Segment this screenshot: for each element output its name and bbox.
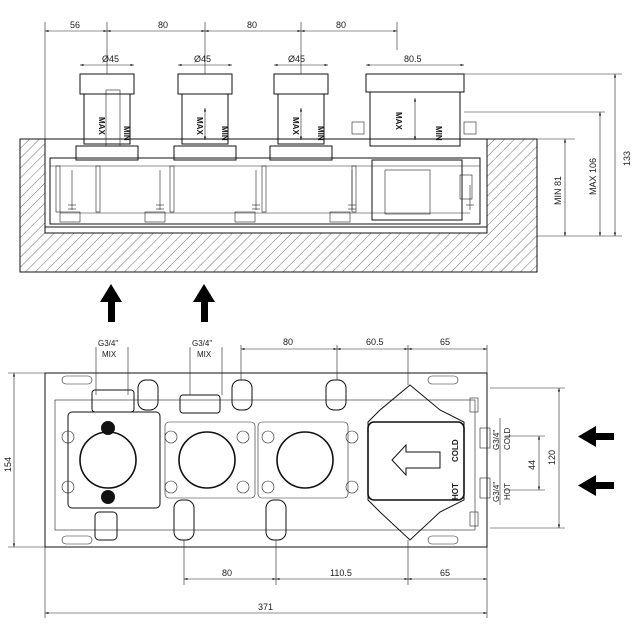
thermostatic-body: COLD HOT — [367, 384, 491, 541]
svg-text:MIN: MIN — [220, 126, 229, 141]
dim-60-5: 60.5 — [366, 337, 384, 347]
label-mix-2: MIX — [197, 350, 212, 359]
label-hot-small: HOT — [503, 483, 512, 500]
dim-371: 371 — [258, 602, 273, 612]
dim-133: 133 — [622, 151, 632, 166]
svg-text:MAX: MAX — [394, 112, 403, 130]
dim-154: 154 — [3, 457, 13, 472]
label-cold: COLD — [451, 439, 460, 462]
top-section-view: MAX MIN MAX MIN MAX MIN MAX MIN — [19, 20, 632, 322]
dim-65-bottom: 65 — [440, 568, 450, 578]
dim-phi45-c: Ø45 — [288, 54, 305, 64]
dim-phi45-a: Ø45 — [102, 54, 119, 64]
svg-text:MIN: MIN — [316, 126, 325, 141]
dim-max106: MAX 106 — [588, 158, 598, 195]
dim-80-top: 80 — [283, 337, 293, 347]
dim-110-5: 110.5 — [330, 568, 352, 578]
dim-80-b: 80 — [247, 20, 257, 30]
dim-phi45-b: Ø45 — [194, 54, 211, 64]
cartridge-seat-2 — [164, 421, 256, 499]
dim-80-c: 80 — [336, 20, 346, 30]
dim-80-bottom: 80 — [222, 568, 232, 578]
arrow-left-icon — [578, 475, 614, 496]
dim-min81: MIN 81 — [553, 176, 563, 205]
label-g34-cold: G3/4" — [492, 430, 501, 450]
svg-text:MIN: MIN — [434, 126, 443, 141]
dim-80-a: 80 — [158, 20, 168, 30]
outlet-block-1 — [67, 411, 161, 509]
svg-text:MAX: MAX — [291, 117, 300, 135]
label-g34-hot: G3/4" — [492, 482, 501, 502]
dim-56: 56 — [70, 20, 80, 30]
valve-body — [49, 157, 481, 225]
dim-65-top: 65 — [440, 337, 450, 347]
bottom-front-view: COLD HOT G3/4" MIX G3/4" MIX 80 60.5 65 — [3, 337, 614, 618]
label-g34-mix-2: G3/4" — [192, 339, 212, 348]
arrow-left-icon — [578, 426, 614, 447]
dim-44: 44 — [527, 460, 537, 470]
label-cold-small: COLD — [503, 428, 512, 450]
label-g34-mix-1: G3/4" — [98, 339, 118, 348]
svg-text:MIN: MIN — [122, 126, 131, 141]
label-hot: HOT — [451, 483, 460, 500]
arrow-up-icon — [193, 284, 215, 322]
cartridge-4: MAX MIN — [351, 73, 477, 147]
svg-text:MAX: MAX — [97, 117, 106, 135]
arrow-up-icon — [100, 284, 122, 322]
dim-120: 120 — [547, 450, 557, 465]
cartridge-seat-3 — [257, 421, 349, 499]
svg-text:MAX: MAX — [195, 117, 204, 135]
label-mix-1: MIX — [102, 350, 117, 359]
dim-80-5: 80.5 — [404, 54, 422, 64]
